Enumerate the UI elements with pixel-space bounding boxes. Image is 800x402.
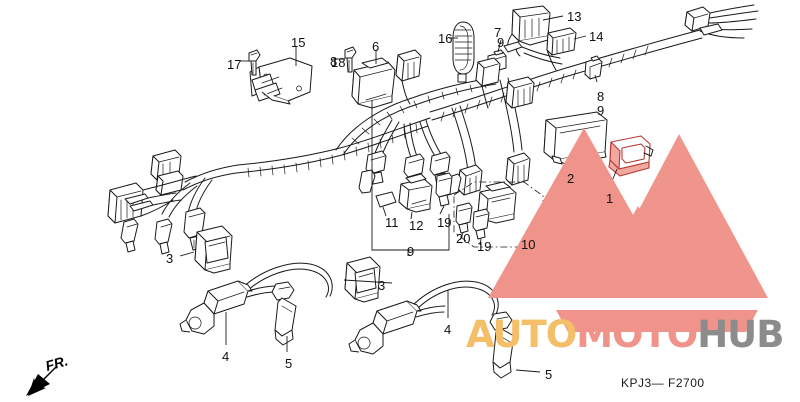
- callout-number-1: 1: [606, 191, 614, 206]
- callout-number-3: 3: [166, 251, 174, 266]
- part-2-rectifier-box: [543, 111, 608, 165]
- part-code-label: KPJ3— F2700: [621, 376, 705, 390]
- part-17-bolt: [248, 49, 261, 76]
- callout-number-10: 10: [521, 237, 536, 252]
- part-4-ignition-coil-right: [348, 280, 515, 379]
- callout-number-9: 9: [497, 35, 505, 50]
- callout-number-9: 9: [407, 244, 415, 259]
- callout-number-2: 2: [567, 171, 575, 186]
- part-3-noise-suppressor-center: [344, 256, 381, 303]
- part-1-starter-relay-highlighted: [608, 135, 654, 177]
- callout-number-4: 4: [444, 322, 452, 337]
- part-19-fuse-upper: [435, 172, 453, 215]
- callout-number-16: 16: [438, 31, 453, 46]
- part-14-connector: [546, 27, 577, 56]
- front-direction-arrow-icon: [26, 366, 58, 396]
- callout-number-17: 17: [227, 57, 242, 72]
- callout-number-8: 8: [330, 54, 338, 69]
- callout-number-7: 7: [494, 25, 502, 40]
- group-9-bracket: [371, 100, 450, 256]
- callout-number-5: 5: [285, 356, 293, 371]
- harness-upper-connectors: [395, 49, 535, 109]
- callout-number-6: 6: [372, 39, 380, 54]
- callout-number-15: 15: [291, 35, 306, 50]
- callout-number-11: 11: [385, 215, 399, 230]
- callout-number-14: 14: [589, 29, 604, 44]
- part-15-control-unit: [249, 57, 313, 105]
- callout-number-18: 18: [331, 55, 346, 70]
- part-3-noise-suppressor-left: [194, 225, 233, 274]
- callout-number-3: 3: [378, 278, 386, 293]
- callout-number-9: 9: [597, 103, 605, 118]
- harness-left-connector-cluster: [107, 149, 206, 255]
- callout-number-4: 4: [222, 349, 230, 364]
- part-8-9-clip-right: [584, 55, 603, 80]
- part-4-ignition-coil-left: [179, 262, 333, 346]
- part-12-relay: [398, 173, 433, 220]
- part-6-regulator-box: [351, 57, 396, 109]
- harness-right-end-wires: [684, 4, 759, 39]
- callout-number-13: 13: [567, 9, 582, 24]
- part-16-band-clamp: [452, 21, 475, 83]
- harness-connector-wires: [503, 33, 563, 71]
- part-13-connector-box: [511, 5, 551, 46]
- callout-number-8: 8: [597, 89, 605, 104]
- callout-number-12: 12: [409, 218, 424, 233]
- callout-number-19: 19: [477, 239, 492, 254]
- part-11-grommet-plate: [375, 191, 397, 217]
- callout-number-19: 19: [437, 215, 452, 230]
- callout-number-5: 5: [545, 367, 553, 382]
- part-18-bolt: [344, 46, 357, 73]
- harness-main-trunk: [161, 29, 703, 218]
- callout-number-20: 20: [456, 231, 471, 246]
- harness-mid-right-connectors: [443, 152, 531, 196]
